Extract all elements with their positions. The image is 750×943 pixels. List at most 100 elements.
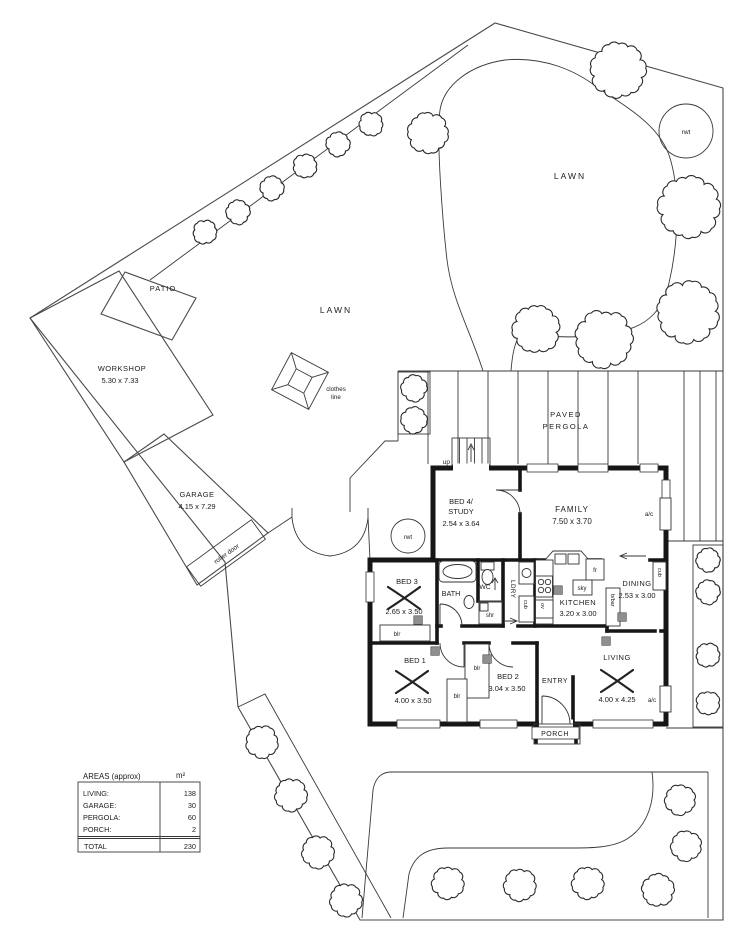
- bbar-label: b/bar: [609, 594, 615, 607]
- lawn-label: LAWN: [320, 305, 352, 315]
- shower-rose: [479, 602, 489, 612]
- tree-icon: [640, 872, 675, 907]
- robe-label: blr: [454, 694, 461, 700]
- ceiling-fan-icon: [599, 668, 635, 694]
- slider-arrow-icon: [618, 552, 646, 560]
- tree-icon: [325, 131, 351, 158]
- skylight-icon: [572, 579, 593, 596]
- tree-icon: [192, 219, 218, 245]
- tree-icon: [669, 830, 702, 863]
- room-dims-living: 4.00 x 4.25: [598, 695, 635, 704]
- side-garden-bed: [692, 544, 724, 728]
- room-dims-bed3: 2.65 x 3.50: [385, 607, 422, 616]
- pergola-label: PERGOLA: [543, 422, 590, 431]
- room-label-entry: ENTRY: [542, 678, 568, 685]
- tree-icon: [245, 725, 279, 760]
- tree-icon: [274, 778, 308, 813]
- room-label-bed4: BED 4/: [449, 497, 474, 506]
- garage-label: GARAGE: [179, 490, 214, 499]
- oven-label: ov: [539, 603, 545, 609]
- tree-icon: [695, 547, 721, 573]
- power-point-icon: [601, 636, 611, 646]
- room-label-living: LIVING: [603, 653, 631, 662]
- tree-icon: [511, 305, 561, 353]
- room-label-bed3: BED 3: [396, 577, 418, 586]
- slider-arrow-icon: [504, 617, 519, 625]
- pergola: [349, 370, 723, 542]
- areas-row-value: 60: [188, 813, 196, 822]
- basin-icon: [463, 595, 475, 609]
- room-dims-dining: 2.53 x 3.00: [618, 591, 655, 600]
- workshop-outline: [29, 270, 214, 463]
- tree-icon: [656, 280, 720, 345]
- robe: [464, 643, 490, 699]
- gates: [267, 508, 371, 561]
- workshop-dims: 5.30 x 7.33: [101, 376, 138, 385]
- room-dims-kitchen: 3.20 x 3.00: [559, 609, 596, 618]
- cupboard-icon: [518, 595, 535, 623]
- rwt-label: rwt: [404, 534, 413, 541]
- tree-icon: [570, 866, 605, 901]
- power-points: [413, 585, 627, 664]
- ceiling-fan-icon: [386, 585, 422, 611]
- up-label: up: [443, 459, 451, 466]
- tree-icon: [301, 835, 335, 870]
- fixtures: [379, 497, 672, 723]
- room-label-bed4: STUDY: [448, 507, 473, 516]
- robe-label: blr: [394, 632, 401, 638]
- labels: LAWN LAWN PATIO WORKSHOP 5.30 x 7.33 GAR…: [98, 129, 691, 738]
- tree-icon: [574, 310, 634, 370]
- tree-icon: [225, 199, 251, 226]
- cooktop-icon: [535, 575, 553, 598]
- tree-icon: [695, 579, 721, 606]
- power-point-icon: [553, 585, 563, 595]
- tree-icon: [329, 883, 363, 918]
- tree-icon: [400, 374, 428, 403]
- skylight-label: sky: [578, 586, 587, 592]
- cupboard-icon: [652, 561, 667, 591]
- room-dims-bed4: 2.54 x 3.64: [442, 519, 479, 528]
- toilet-icon: [480, 561, 495, 571]
- robe-label: blr: [474, 666, 481, 672]
- room-label-wc: WC: [479, 584, 490, 591]
- door-arrow-icon: [491, 577, 499, 590]
- oven-icon: [535, 599, 554, 619]
- trees: [192, 41, 722, 918]
- sink-icon: [567, 553, 580, 565]
- ac-unit-icon: [659, 685, 672, 713]
- power-point-icon: [413, 615, 423, 625]
- shower-label: shr: [486, 613, 494, 619]
- room-dims-family: 7.50 x 3.70: [552, 517, 592, 526]
- garage-dims: 4.15 x 7.29: [178, 502, 215, 511]
- tree-icon: [656, 175, 722, 240]
- room-label-porch: PORCH: [541, 731, 569, 738]
- tree-icon: [695, 642, 721, 668]
- robe: [379, 624, 431, 642]
- fridge-icon: [585, 558, 605, 581]
- areas-row-label: PERGOLA:: [83, 813, 120, 822]
- stairs: [451, 437, 491, 466]
- rainwater-tank-icon: [390, 518, 426, 554]
- robe: [446, 678, 468, 723]
- areas-row-value: 2: [192, 825, 196, 834]
- tree-icon: [430, 866, 465, 901]
- clothes-line-icon: [270, 351, 330, 411]
- interior-walls: [368, 466, 668, 726]
- tree-icon: [589, 41, 648, 99]
- tree-icon: [695, 691, 721, 716]
- ac-label: a/c: [645, 511, 653, 518]
- areas-table: AREAS (approx) m² LIVING: 138 GARAGE: 30…: [77, 771, 201, 853]
- power-point-icon: [482, 654, 492, 664]
- areas-row-label: GARAGE:: [83, 801, 116, 810]
- fridge-label: fr: [593, 567, 597, 574]
- areas-row-value: 30: [188, 801, 196, 810]
- tree-icon: [292, 153, 318, 179]
- areas-table-unit: m²: [176, 771, 185, 780]
- power-point-icon: [617, 612, 627, 622]
- rainwater-tank-icon: [658, 103, 714, 159]
- areas-row-label: LIVING:: [83, 789, 109, 798]
- tree-icon: [502, 868, 537, 903]
- porch: [531, 722, 581, 745]
- areas-row-label: PORCH:: [83, 825, 111, 834]
